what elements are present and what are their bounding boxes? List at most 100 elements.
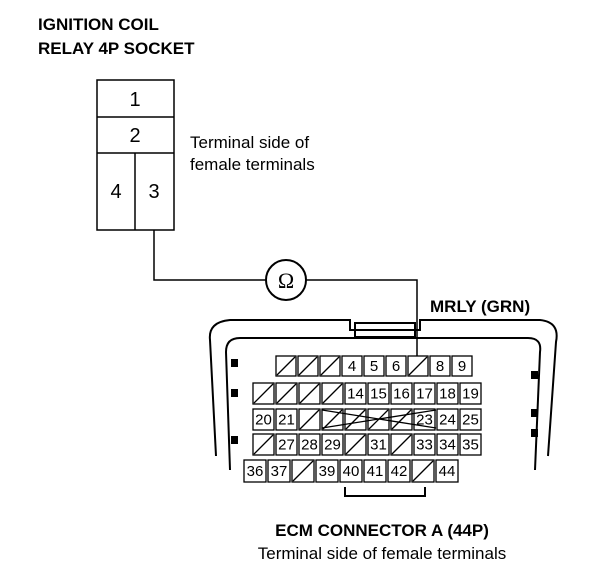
ecm-terminal-21: 21 <box>275 408 298 431</box>
ecm-terminal-label: 29 <box>324 437 341 454</box>
ecm-blank-cavity <box>390 433 413 456</box>
ecm-terminal-40: 40 <box>339 459 363 483</box>
ecm-unused-block-cross <box>321 409 437 429</box>
blank-cavity-slash <box>292 460 314 482</box>
ecm-terminal-33: 33 <box>413 433 436 456</box>
ecm-terminal-9: 9 <box>451 355 473 377</box>
ecm-subtitle: Terminal side of female terminals <box>258 544 506 563</box>
ecm-terminal-36: 36 <box>243 459 267 483</box>
ecm-terminal-label: 37 <box>271 463 288 480</box>
blank-cavity-slash <box>299 409 320 430</box>
ecm-terminal-4: 4 <box>341 355 363 377</box>
ecm-terminal-label: 20 <box>255 412 272 429</box>
ecm-terminal-16: 16 <box>390 382 413 405</box>
blank-cavity-slash <box>391 409 412 430</box>
relay-terminal-3: 3 <box>148 181 159 203</box>
ecm-blank-cavity <box>275 382 298 405</box>
ecm-blank-cavity <box>252 382 275 405</box>
ecm-terminal-17: 17 <box>413 382 436 405</box>
ecm-blank-cavity <box>297 355 319 377</box>
ecm-terminal-label: 27 <box>278 437 295 454</box>
ecm-blank-cavity <box>252 433 275 456</box>
ecm-terminal-label: 31 <box>370 437 387 454</box>
blank-cavity-slash <box>412 460 434 482</box>
ecm-blank-cavity <box>344 408 367 431</box>
ecm-terminal-label: 21 <box>278 412 295 429</box>
ecm-terminal-label: 23 <box>416 412 433 429</box>
relay-title-line1: IGNITION COIL <box>38 15 159 34</box>
ecm-blank-cavity <box>291 459 315 483</box>
ecm-terminal-8: 8 <box>429 355 451 377</box>
ecm-terminal-label: 4 <box>348 358 356 375</box>
ecm-terminal-20: 20 <box>252 408 275 431</box>
ecm-terminal-28: 28 <box>298 433 321 456</box>
ohmmeter-symbol: Ω <box>278 268 294 293</box>
blank-cavity-slash <box>320 356 340 376</box>
relay-terminal-2: 2 <box>129 125 140 147</box>
ecm-terminal-label: 40 <box>343 463 360 480</box>
ecm-terminal-35: 35 <box>459 433 482 456</box>
blank-cavity-slash <box>276 356 296 376</box>
ecm-connector-housing <box>208 319 558 497</box>
ecm-terminal-label: 35 <box>462 437 479 454</box>
ecm-terminal-label: 44 <box>439 463 456 480</box>
ecm-terminal-label: 39 <box>319 463 336 480</box>
ecm-terminal-29: 29 <box>321 433 344 456</box>
ecm-terminal-label: 18 <box>439 386 456 403</box>
ecm-terminal-39: 39 <box>315 459 339 483</box>
ecm-terminal-label: 34 <box>439 437 456 454</box>
ecm-terminal-label: 36 <box>247 463 264 480</box>
blank-cavity-slash <box>253 434 274 455</box>
ecm-terminal-label: 41 <box>367 463 384 480</box>
ecm-blank-cavity <box>298 408 321 431</box>
ecm-terminal-label: 5 <box>370 358 378 375</box>
relay-title-line2: RELAY 4P SOCKET <box>38 39 195 58</box>
ohmmeter-icon: Ω <box>265 259 307 301</box>
relay-note-line1: Terminal side of <box>190 133 309 152</box>
blank-cavity-slash <box>391 434 412 455</box>
blank-cavity-slash <box>253 383 274 404</box>
ecm-terminal-27: 27 <box>275 433 298 456</box>
ecm-terminal-label: 15 <box>370 386 387 403</box>
relay-note-line2: female terminals <box>190 155 315 174</box>
ecm-terminal-label: 9 <box>458 358 466 375</box>
ecm-terminal-label: 17 <box>416 386 433 403</box>
ecm-blank-cavity <box>298 382 321 405</box>
ecm-blank-cavity <box>275 355 297 377</box>
ecm-terminal-label: 6 <box>392 358 400 375</box>
ecm-terminal-31: 31 <box>367 433 390 456</box>
ecm-terminal-label: 14 <box>347 386 364 403</box>
relay-terminal-1: 1 <box>129 89 140 111</box>
ecm-terminal-25: 25 <box>459 408 482 431</box>
ecm-blank-cavity <box>321 382 344 405</box>
ecm-terminal-6: 6 <box>385 355 407 377</box>
ecm-terminal-14: 14 <box>344 382 367 405</box>
ecm-blank-cavity <box>321 408 344 431</box>
ecm-terminal-41: 41 <box>363 459 387 483</box>
ecm-blank-cavity <box>411 459 435 483</box>
ecm-terminal-19: 19 <box>459 382 482 405</box>
ecm-terminal-34: 34 <box>436 433 459 456</box>
ecm-terminal-label: 19 <box>462 386 479 403</box>
ecm-blank-cavity <box>319 355 341 377</box>
ecm-terminal-label: 42 <box>391 463 408 480</box>
ecm-blank-cavity <box>344 433 367 456</box>
blank-cavity-slash <box>345 434 366 455</box>
ecm-terminal-44: 44 <box>435 459 459 483</box>
ecm-blank-cavity <box>407 355 429 377</box>
ecm-terminal-5: 5 <box>363 355 385 377</box>
blank-cavity-slash <box>298 356 318 376</box>
blank-cavity-slash <box>322 383 343 404</box>
blank-cavity-slash <box>276 383 297 404</box>
ecm-terminal-24: 24 <box>436 408 459 431</box>
blank-cavity-slash <box>408 356 428 376</box>
ecm-terminal-label: 28 <box>301 437 318 454</box>
ecm-terminal-18: 18 <box>436 382 459 405</box>
ecm-terminal-label: 24 <box>439 412 456 429</box>
blank-cavity-slash <box>345 409 366 430</box>
relay-socket <box>96 79 175 231</box>
wire-label: MRLY (GRN) <box>430 297 530 316</box>
ecm-terminal-label: 33 <box>416 437 433 454</box>
